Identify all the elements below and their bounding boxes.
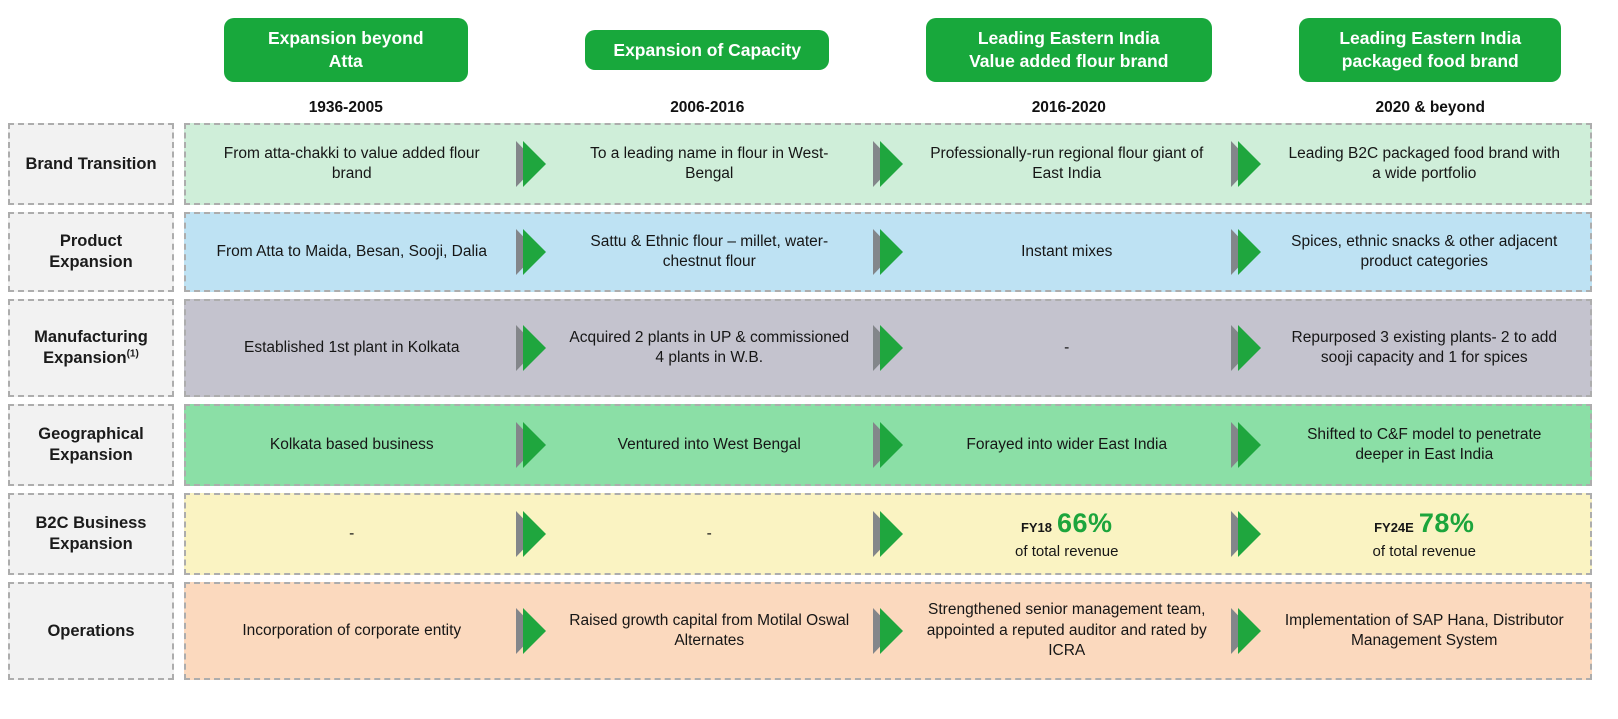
double-chevron-right-icon [873, 422, 903, 468]
double-chevron-right-icon [1230, 608, 1261, 654]
row-geographical-expansion: Geographical Expansion Kolkata based bus… [8, 404, 1592, 486]
cell: Instant mixes [1021, 242, 1113, 260]
cell: Kolkata based business [269, 435, 434, 453]
row-brand-transition: Brand Transition From atta-chakki to val… [8, 123, 1592, 205]
cell: From Atta to Maida, Besan, Sooji, Dalia [216, 242, 488, 260]
double-chevron-right-icon [1230, 141, 1261, 187]
cell: Forayed into wider East India [966, 435, 1168, 453]
cell: Strengthened senior management team, app… [926, 601, 1207, 660]
row-band-b2c-business-expansion: - - FY18 66% of total revenue FY24E 78% … [184, 493, 1592, 575]
cell: Repurposed 3 existing plants- 2 to add s… [1291, 328, 1557, 366]
row-band-operations: Incorporation of corporate entity Raised… [184, 582, 1592, 680]
header-spacer [1231, 10, 1269, 117]
cell: Incorporation of corporate entity [242, 621, 462, 639]
phase-column-2: Expansion of Capacity 2006-2016 [546, 10, 870, 117]
double-chevron-right-icon [515, 422, 546, 468]
row-operations: Operations Incorporation of corporate en… [8, 582, 1592, 680]
cell: - [1064, 338, 1070, 356]
revenue-share-caption: of total revenue [1372, 543, 1476, 561]
double-chevron-right-icon [873, 141, 903, 187]
revenue-share-value: 66% [1057, 507, 1113, 538]
revenue-share-value: 78% [1418, 507, 1475, 538]
cell: Implementation of SAP Hana, Distributor … [1284, 611, 1564, 649]
double-chevron-right-icon [873, 325, 903, 371]
phase-years-3: 2016-2020 [1031, 99, 1106, 116]
phase-column-4: Leading Eastern India packaged food bran… [1269, 10, 1593, 117]
cell: Established 1st plant in Kolkata [244, 338, 460, 356]
row-b2c-business-expansion: B2C Business Expansion - - FY18 66% of t… [8, 493, 1592, 575]
header-spacer [508, 10, 546, 117]
row-label-geographical-expansion: Geographical Expansion [8, 404, 174, 486]
phase-column-1: Expansion beyond Atta 1936-2005 [184, 10, 508, 117]
phase-title-4: Leading Eastern India packaged food bran… [1299, 18, 1562, 82]
cell: Leading B2C packaged food brand with a w… [1288, 144, 1560, 182]
row-band-product-expansion: From Atta to Maida, Besan, Sooji, Dalia … [184, 212, 1592, 292]
phase-years-1: 1936-2005 [308, 99, 383, 116]
double-chevron-right-icon [873, 608, 903, 654]
phase-title-1: Expansion beyond Atta [223, 18, 468, 82]
row-manufacturing-expansion: Manufacturing Expansion(1) Established 1… [8, 299, 1592, 397]
cell: Ventured into West Bengal [617, 435, 801, 453]
row-label-brand-transition: Brand Transition [8, 123, 174, 205]
double-chevron-right-icon [1230, 511, 1261, 557]
double-chevron-right-icon [873, 511, 903, 557]
row-label-manufacturing-expansion: Manufacturing Expansion(1) [8, 299, 174, 397]
cell: Sattu & Ethnic flour – millet, water-che… [590, 232, 829, 270]
footnote-marker: (1) [126, 348, 139, 360]
cell: Spices, ethnic snacks & other adjacent p… [1291, 232, 1558, 270]
fiscal-year-label: FY24E [1374, 519, 1414, 535]
double-chevron-right-icon [515, 141, 546, 187]
row-band-manufacturing-expansion: Established 1st plant in Kolkata Acquire… [184, 299, 1592, 397]
double-chevron-right-icon [1230, 325, 1261, 371]
header-spacer [869, 10, 907, 117]
double-chevron-right-icon [515, 608, 546, 654]
phase-header-row: Expansion beyond Atta 1936-2005 Expansio… [184, 10, 1592, 117]
phase-column-3: Leading Eastern India Value added flour … [907, 10, 1231, 117]
row-label-product-expansion: Product Expansion [8, 212, 174, 292]
cell: Shifted to C&F model to penetrate deeper… [1307, 425, 1542, 463]
phase-title-3: Leading Eastern India Value added flour … [925, 18, 1212, 82]
phase-years-2: 2006-2016 [670, 99, 745, 116]
row-product-expansion: Product Expansion From Atta to Maida, Be… [8, 212, 1592, 292]
double-chevron-right-icon [515, 229, 546, 275]
row-label-b2c-business-expansion: B2C Business Expansion [8, 493, 174, 575]
row-band-brand-transition: From atta-chakki to value added flour br… [184, 123, 1592, 205]
fiscal-year-label: FY18 [1020, 519, 1053, 535]
row-band-geographical-expansion: Kolkata based business Ventured into Wes… [184, 404, 1592, 486]
cell: Raised growth capital from Motilal Oswal… [569, 611, 850, 649]
cell: - [349, 524, 355, 542]
revenue-share-caption: of total revenue [1015, 543, 1119, 561]
cell: To a leading name in flour in West-Benga… [590, 144, 829, 182]
double-chevron-right-icon [1230, 229, 1261, 275]
double-chevron-right-icon [873, 229, 903, 275]
cell: - [706, 524, 712, 542]
phase-title-2: Expansion of Capacity [585, 29, 830, 71]
cell: Acquired 2 plants in UP & commissioned 4… [569, 328, 850, 366]
cell: From atta-chakki to value added flour br… [223, 144, 480, 182]
double-chevron-right-icon [515, 325, 546, 371]
cell: Professionally-run regional flour giant … [930, 144, 1204, 182]
revenue-share-fy18: FY18 66% of total revenue [905, 502, 1229, 566]
row-label-operations: Operations [8, 582, 174, 680]
double-chevron-right-icon [1230, 422, 1261, 468]
phase-years-4: 2020 & beyond [1375, 99, 1485, 116]
double-chevron-right-icon [515, 511, 546, 557]
revenue-share-fy24e: FY24E 78% of total revenue [1263, 502, 1587, 566]
